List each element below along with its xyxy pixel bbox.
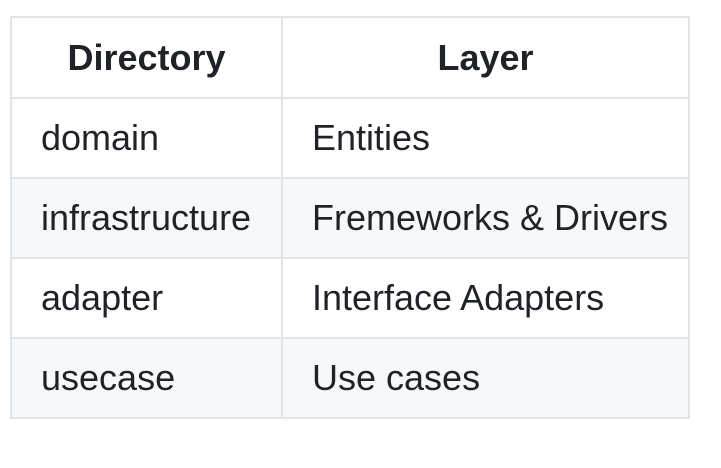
table-row: adapter Interface Adapters: [10, 257, 690, 339]
directory-cell: infrastructure: [10, 177, 283, 259]
table-row: domain Entities: [10, 97, 690, 179]
layer-cell: Entities: [281, 97, 690, 179]
column-header-layer: Layer: [281, 16, 690, 99]
directory-cell: domain: [10, 97, 283, 179]
directory-layer-table: Directory Layer domain Entities infrastr…: [10, 16, 690, 419]
column-header-directory: Directory: [10, 16, 283, 99]
directory-cell: adapter: [10, 257, 283, 339]
directory-cell: usecase: [10, 337, 283, 419]
layer-cell: Fremeworks & Drivers: [281, 177, 690, 259]
layer-cell: Interface Adapters: [281, 257, 690, 339]
table-row: usecase Use cases: [10, 337, 690, 419]
table-row: infrastructure Fremeworks & Drivers: [10, 177, 690, 259]
layer-cell: Use cases: [281, 337, 690, 419]
table-header-row: Directory Layer: [10, 16, 690, 99]
